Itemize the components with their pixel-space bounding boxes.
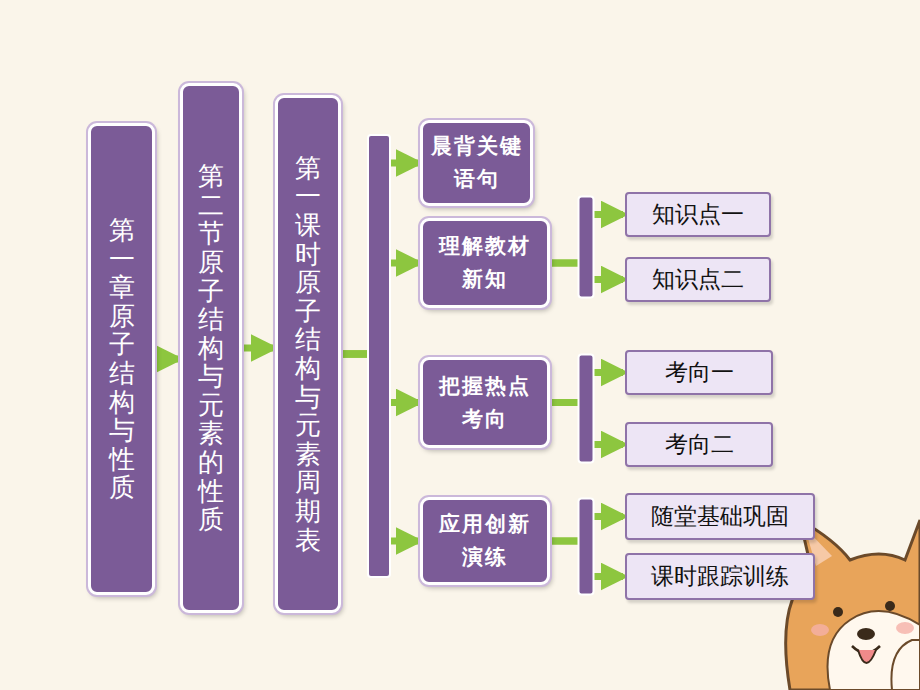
box-label: 考向二 xyxy=(665,431,734,459)
flow-arrow xyxy=(155,356,178,363)
box-label: 知识点一 xyxy=(652,201,744,229)
box-label: 理解教材新知 xyxy=(437,230,534,295)
bracket-bar xyxy=(579,355,594,463)
bracket-bar xyxy=(579,197,594,298)
box-label: 晨背关键语句 xyxy=(428,130,525,195)
bracket-bar xyxy=(579,499,594,595)
box-label: 课时跟踪训练 xyxy=(651,563,789,591)
box-label: 知识点二 xyxy=(652,266,744,294)
item-box: 课时跟踪训练 xyxy=(625,553,815,600)
item-box: 知识点二 xyxy=(625,257,771,302)
item-box: 随堂基础巩固 xyxy=(625,493,815,540)
bracket-bar xyxy=(368,135,390,577)
section-box: 晨背关键语句 xyxy=(420,120,533,206)
box-label: 考向一 xyxy=(665,359,734,387)
item-box: 考向二 xyxy=(625,422,773,467)
box-label: 随堂基础巩固 xyxy=(651,503,789,531)
box-label: 把握热点考向 xyxy=(437,370,534,435)
box-label: 应用创新演练 xyxy=(437,508,534,573)
box-label: 第一章 原子结构与性质 xyxy=(109,216,135,502)
section-box: 第二节 原子结构与元素的性质 xyxy=(180,83,242,613)
dog xyxy=(786,520,920,690)
item-box: 知识点一 xyxy=(625,192,771,237)
box-label: 第一课时 原子结构与元素周期表 xyxy=(295,154,321,554)
section-box: 第一章 原子结构与性质 xyxy=(88,123,155,595)
box-label: 第二节 原子结构与元素的性质 xyxy=(198,162,224,534)
section-box: 应用创新演练 xyxy=(420,497,550,585)
item-box: 考向一 xyxy=(625,350,773,395)
section-box: 第一课时 原子结构与元素周期表 xyxy=(275,95,341,613)
flow-arrow xyxy=(242,345,273,352)
section-box: 理解教材新知 xyxy=(420,218,550,308)
section-box: 把握热点考向 xyxy=(420,357,550,448)
